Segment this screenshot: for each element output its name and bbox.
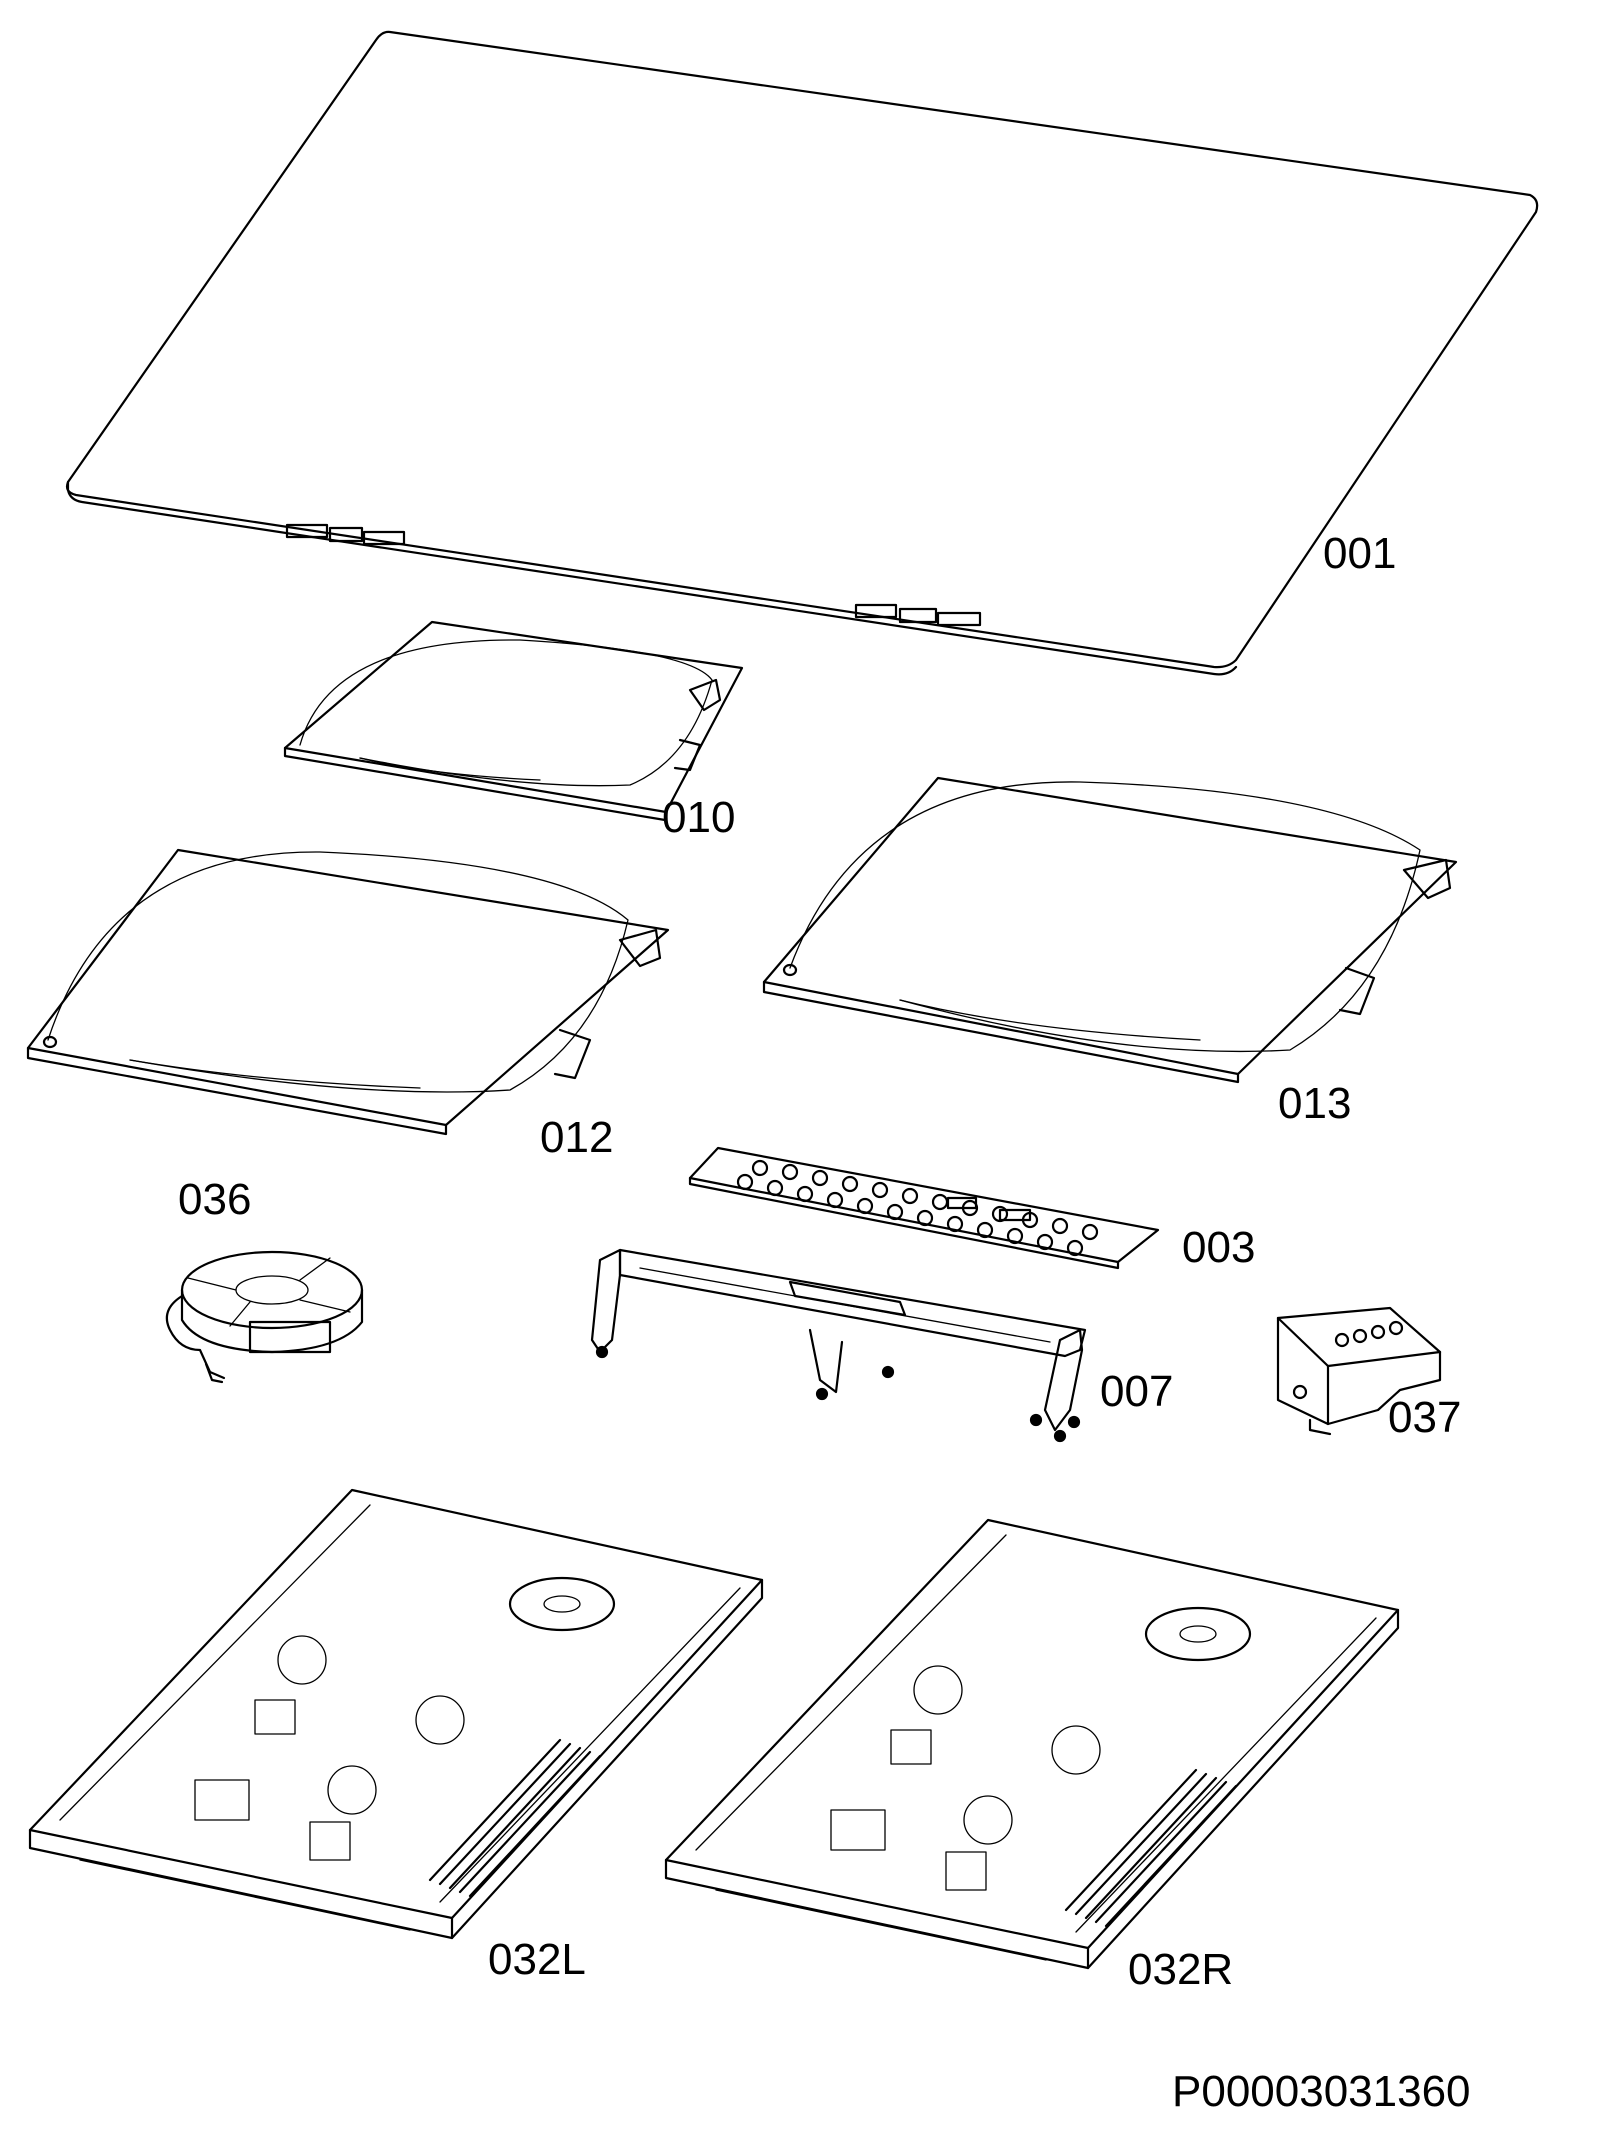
label-013: 013: [1278, 1079, 1351, 1128]
label-012: 012: [540, 1113, 613, 1162]
label-001: 001: [1323, 529, 1396, 578]
label-032L: 032L: [488, 1935, 586, 1984]
part-037-terminal-block[interactable]: [1276, 1306, 1442, 1436]
label-032R: 032R: [1128, 1945, 1233, 1994]
label-007: 007: [1100, 1367, 1173, 1416]
part-007-board-frame[interactable]: [590, 1248, 1087, 1443]
label-036: 036: [178, 1175, 251, 1224]
part-032L-power-module[interactable]: [28, 1488, 764, 1940]
label-003: 003: [1182, 1223, 1255, 1272]
label-037: 037: [1388, 1393, 1461, 1442]
part-036-cooling-fan[interactable]: [165, 1250, 364, 1384]
drawing-id: P00003031360: [1172, 2067, 1471, 2116]
part-001-glass-top[interactable]: [65, 30, 1539, 676]
part-003-control-board[interactable]: [688, 1146, 1160, 1270]
part-032R-power-module[interactable]: [664, 1518, 1400, 1970]
part-010-coil-plate[interactable]: [283, 620, 744, 822]
part-013-coil-plate-right[interactable]: [762, 776, 1458, 1084]
label-010: 010: [662, 793, 735, 842]
part-012-coil-plate-left[interactable]: [26, 848, 670, 1136]
